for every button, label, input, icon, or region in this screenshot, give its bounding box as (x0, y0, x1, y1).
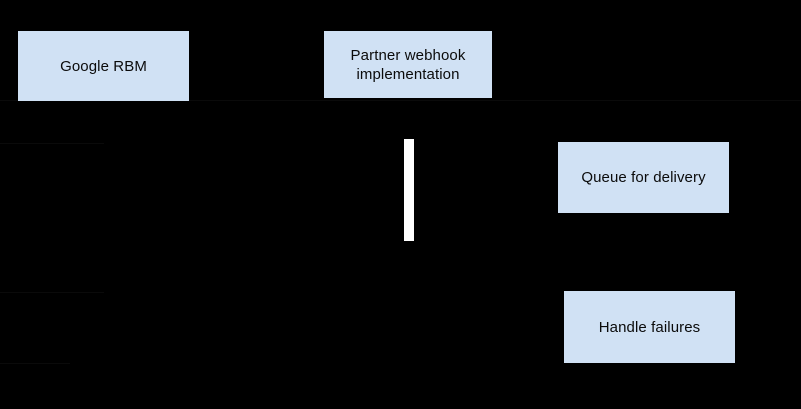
node-label: Handle failures (598, 318, 701, 336)
node-label: Google RBM (60, 57, 147, 75)
faint-rule (0, 292, 104, 293)
node-label: Partner webhook implementation (350, 46, 466, 83)
node-partner-webhook-implementation[interactable]: Partner webhook implementation (324, 31, 492, 98)
node-queue-for-delivery[interactable]: Queue for delivery (558, 142, 729, 213)
connector-webhook-to-queue (404, 139, 414, 241)
faint-rule (0, 143, 104, 144)
node-label: Queue for delivery (581, 169, 706, 186)
node-google-rbm[interactable]: Google RBM (18, 31, 189, 101)
node-handle-failures[interactable]: Handle failures (564, 291, 735, 363)
faint-rule (0, 363, 70, 364)
